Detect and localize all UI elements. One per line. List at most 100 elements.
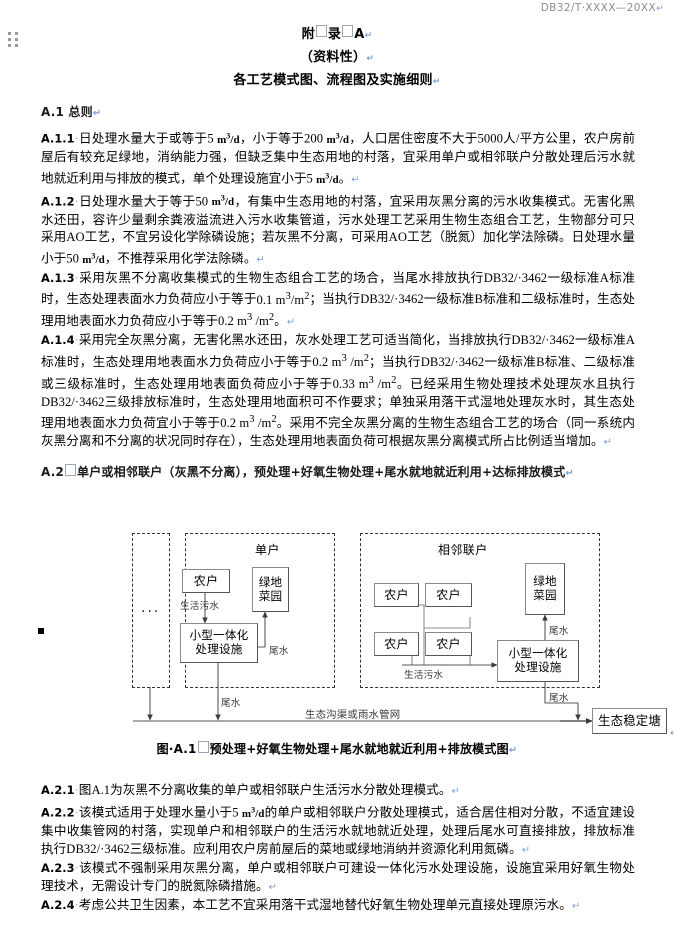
node-facility-line2: 处理设施: [514, 660, 562, 674]
node-household-joint-3: 农户: [374, 632, 419, 656]
paragraph-a1-1: A.1.1·日处理水量大于或等于5 m3/d，小于等于200 m3/d，人口居住…: [41, 127, 635, 189]
paragraph-mark: ↵: [603, 436, 613, 448]
value-hydraulic-load: 0.2 m3 /m2: [218, 312, 275, 329]
unit-m3-per-d: m3/d: [211, 193, 235, 209]
node-green-line2: 菜园: [533, 588, 557, 602]
node-stabilization-pond: 生态稳定塘: [592, 708, 667, 734]
annex-title-line-3: 各工艺模式图、流程图及实施细则↵: [0, 70, 674, 93]
panel-more-households: [132, 533, 170, 688]
section-heading-a2-text: 单户或相邻联户（灰黑不分离），预处理+好氧生物处理+尾水就地就近利用+达标排放模…: [77, 464, 566, 479]
paragraph-mark: ↵: [571, 900, 581, 912]
standard-ref: DB32/·3462: [511, 333, 575, 348]
clause-a1-3-text-4: 一级标准B标准和二级标准时，生态处理用地表面水力负荷应小于等于: [41, 292, 636, 329]
clause-a1-4-text-5: 。已经采用生物处理技术处理灰水且执行: [396, 377, 636, 391]
section-heading-a1-text: A.1 总则: [41, 105, 93, 119]
node-household-single: 农户: [182, 569, 230, 593]
node-green-line2: 菜园: [258, 588, 283, 603]
space-dot: ·: [74, 805, 79, 820]
clause-a2-2-text-3: 三级标准。应利用农户房前屋后的菜地或绿地消纳并资源化利用氮磷。: [129, 841, 522, 856]
paragraph-mark: ↵: [364, 31, 373, 41]
figure-canvas: ... 单户 农户 生活污水 小型一体化 处理设施 绿地 菜园 尾水 尾水 相邻…: [0, 525, 674, 739]
clause-number-a2-2: A.2.2: [41, 805, 75, 820]
clause-a1-3-text-3: ；当执行: [309, 292, 361, 307]
panel-single-household-title: 单户: [255, 543, 280, 557]
node-green-garden-joint: 绿地 菜园: [525, 563, 565, 615]
space-mark-icon: [65, 463, 77, 476]
node-facility-single: 小型一体化 处理设施: [180, 623, 258, 663]
paragraph-mark: ↵: [508, 745, 518, 756]
paragraph-mark: ↵: [521, 844, 531, 856]
figure-caption: 图·A.1 预处理+好氧生物处理+尾水就地就近利用+排放模式图↵: [0, 740, 674, 757]
paragraph-mark: ↵: [92, 108, 102, 119]
value-hydraulic-load: 0.1 m3/m2: [256, 290, 310, 307]
node-green-line1: 绿地: [258, 574, 283, 589]
clause-number-a1-4: A.1.4: [41, 333, 75, 348]
document-body: A.1 总则↵ A.1.1·日处理水量大于或等于5 m3/d，小于等于200 m…: [41, 95, 635, 487]
node-household-joint-4: 农户: [425, 632, 472, 656]
clause-a1-2-text-3: ，不推荐采用化学法除磷。: [104, 251, 257, 266]
unit-m3-per-d: m3/d: [217, 131, 240, 146]
clause-number-a1-1: A.1.1: [41, 131, 75, 146]
clause-number-a1-2: A.1.2: [41, 194, 75, 209]
clause-a1-1-text-4: 。: [338, 171, 352, 186]
paragraph-mark: ↵: [432, 77, 441, 87]
paragraph-mark: ↵: [286, 317, 296, 329]
paragraph-a2-4: A.2.4·考虑公共卫生因素，本工艺不宜采用落干式湿地替代好氧生物处理单元直接处…: [41, 897, 635, 916]
space-mark-icon: [342, 25, 354, 37]
unit-m3-per-d: m3/d: [82, 251, 105, 266]
standard-ref: DB32/·3462: [66, 841, 130, 856]
clause-a2-2-text-2: 的单户或相邻联户分散处理模式，适合居住相对分散，不适宜建设集中收集管网的村落，实…: [41, 805, 635, 856]
label-effluent-single-out: 尾水: [221, 698, 241, 709]
space-dot: ·: [74, 131, 79, 146]
clause-a1-4-text-4: 一级标准B标准、二级标准或三级标准时，生态处理用地表面负荷应小于等于: [41, 355, 636, 391]
panel-single-household: [185, 533, 335, 688]
space-dot: ·: [74, 897, 79, 912]
standard-ref: DB32/·3462: [420, 355, 485, 370]
clause-a1-1-text-2: ，小于等于200: [239, 131, 327, 146]
clause-number-a2-4: A.2.4: [41, 897, 75, 912]
space-dot: ·: [74, 783, 79, 797]
paragraph-mark: ↵: [268, 881, 278, 893]
paragraph-a2-1: A.2.1·图A.1为灰黑不分离收集的单户或相邻联户生活污水分散处理模式。↵: [41, 782, 635, 801]
paragraph-a1-3: A.1.3·采用灰黑不分离收集模式的生物生态组合工艺的场合，当尾水排放执行DB3…: [41, 270, 635, 332]
space-mark-icon: [315, 25, 327, 37]
figure-caption-prefix: 图·A.1: [156, 742, 197, 756]
unit-m3-per-d: m3/d: [316, 170, 339, 186]
figure-caption-text: 预处理+好氧生物处理+尾水就地就近利用+排放模式图: [209, 742, 509, 756]
ellipsis-label: ...: [141, 600, 161, 616]
panel-joint-households-title: 相邻联户: [438, 543, 488, 557]
clause-a2-1-text: 图A.1为灰黑不分离收集的单户或相邻联户生活污水分散处理模式。: [78, 783, 452, 797]
clause-a2-3-text: 该模式不强制采用灰黑分离，单户或相邻联户可建设一体化污水处理设施，设施宜采用好氧…: [41, 861, 635, 893]
clause-a1-4-text-6: 三级排放标准时，生态处理用地面积可不作要求；单独采用落干式湿地处理灰水时，其生态…: [41, 394, 635, 431]
label-sewage-joint: 生活污水: [404, 670, 444, 681]
paragraph-mark: ↵: [565, 467, 574, 479]
annex-kind: （资料性）: [299, 50, 367, 65]
value-surface-load: 0.33 m3 /m2: [332, 374, 397, 391]
label-effluent-joint-garden: 尾水: [549, 626, 569, 637]
space-dot: ·: [74, 333, 79, 348]
value-hydraulic-load: 0.2 m3 /m2: [312, 353, 370, 370]
paragraph-mark: ↵: [366, 54, 375, 64]
node-facility-joint: 小型一体化 处理设施: [497, 640, 579, 682]
annex-word-2: 录: [327, 27, 342, 42]
drag-grip-icon[interactable]: [8, 32, 26, 54]
margin-paragraph-marker: [38, 628, 44, 634]
annex-subject: 各工艺模式图、流程图及实施细则: [233, 73, 433, 88]
paragraph-a1-2: A.1.2·日处理水量大于等于50 m3/d，有集中生态用地的村落，宜采用灰黑分…: [41, 190, 635, 270]
node-facility-line2: 处理设施: [195, 642, 243, 656]
standard-ref: DB32/·3462: [360, 292, 424, 307]
clause-a1-4-text-3: ；当执行: [369, 355, 421, 370]
space-dot: ·: [74, 194, 79, 209]
paragraph-mark: ↵: [670, 728, 674, 739]
paragraph-a2-3: A.2.3·该模式不强制采用灰黑分离，单户或相邻联户可建设一体化污水处理设施，设…: [41, 860, 635, 896]
value-hydraulic-load: 0.2 m3 /m2: [220, 414, 277, 431]
unit-m3-per-d: m3/d: [326, 131, 349, 146]
clause-a1-1-text-3: ，人口居住密度不大于5000人/平方公里，农户房前屋后有较充足绿地，消纳能力强，…: [41, 131, 636, 186]
node-household-joint-2: 农户: [425, 583, 472, 607]
annex-title-line-2: （资料性）↵: [0, 47, 674, 70]
clause-a1-2-text-2: ，有集中生态用地的村落，宜采用灰黑分离的污水收集模式。无害化黑水还田，容许少量剩…: [41, 194, 635, 266]
document-body-tail: A.2.1·图A.1为灰黑不分离收集的单户或相邻联户生活污水分散处理模式。↵ A…: [41, 782, 635, 916]
